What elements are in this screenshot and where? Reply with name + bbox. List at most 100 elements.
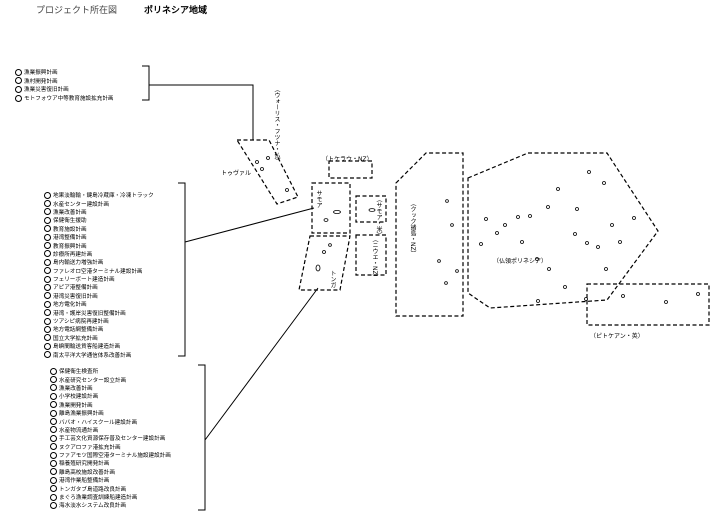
project-name: 島内輸送力増強計画 [53, 260, 104, 267]
project-item: 水産物流通計画 [50, 426, 171, 434]
boundary-french-polynesia [467, 152, 659, 309]
project-name: 保健衛生検査所 [59, 369, 99, 376]
island [315, 264, 321, 272]
project-name: 水産センター建設計画 [53, 201, 109, 208]
circle-bullet-icon [44, 317, 51, 325]
project-name: 港湾作業船整備計画 [59, 478, 110, 485]
project-name: フェリーボート建造計画 [53, 277, 115, 284]
project-list-tonga: 保健衛生検査所水産研究センター設立計画漁業改善計画小学校建設計画漁業開発計画離島… [50, 367, 171, 510]
island [621, 294, 625, 298]
project-name: 教育施設計画 [53, 226, 87, 233]
project-list-wallis: 漁業振興計画漁村開発計画漁業災害復旧計画モトフォウア中等教育施設拡充計画 [15, 68, 114, 102]
boundary-samoa [311, 182, 351, 234]
circle-bullet-icon [50, 426, 57, 434]
circle-bullet-icon [50, 376, 57, 384]
label-american-samoa: （サモア・米） [375, 196, 382, 238]
island [584, 297, 588, 301]
circle-bullet-icon [44, 334, 51, 342]
island [535, 257, 539, 261]
project-item: 漁村開発計画 [15, 77, 114, 86]
project-item: 島内輸送力増強計画 [44, 258, 154, 266]
island [520, 240, 524, 244]
island [604, 267, 608, 271]
circle-bullet-icon [44, 216, 51, 224]
island [495, 231, 499, 235]
project-item: 港湾作業船整備計画 [50, 476, 171, 484]
project-name: 漁村開発計画 [24, 78, 58, 85]
project-name: 港湾・護岸災害復旧整備計画 [53, 310, 126, 317]
project-item: 保健衛生検査所 [50, 367, 171, 375]
boundary-wallis-futuna [235, 139, 299, 205]
project-item: ツアシピ病院再建計画 [44, 317, 154, 325]
project-item: 地方電化計画 [44, 300, 154, 308]
island [328, 243, 332, 247]
circle-bullet-icon [50, 401, 57, 409]
label-samoa: サモア [315, 190, 322, 208]
circle-bullet-icon [50, 418, 57, 426]
circle-bullet-icon [50, 367, 57, 375]
project-name: 手工芸文化資源保存普及センター建設計画 [59, 436, 166, 443]
project-item: 南太平洋大学通信体系改善計画 [44, 350, 154, 359]
circle-bullet-icon [50, 451, 57, 459]
project-item: 港湾災害復旧計画 [44, 292, 154, 300]
circle-bullet-icon [44, 233, 51, 241]
circle-bullet-icon [50, 384, 57, 392]
circle-bullet-icon [15, 85, 22, 93]
circle-bullet-icon [44, 342, 51, 350]
island [664, 300, 668, 304]
project-name: ツアシピ病院再建計画 [53, 319, 109, 326]
circle-bullet-icon [50, 501, 57, 509]
leader-wallis [142, 65, 254, 140]
circle-bullet-icon [44, 208, 51, 216]
project-name: 診療所再建計画 [53, 251, 93, 258]
project-name: 地方電化計画 [53, 302, 87, 309]
circle-bullet-icon [50, 434, 57, 442]
project-name: 漁業改善計画 [53, 209, 87, 216]
project-item: ババオ・ハイスクール建設計画 [50, 417, 171, 426]
boundary-american-samoa [355, 195, 387, 223]
circle-bullet-icon [44, 292, 51, 300]
boundary-tokelau [328, 160, 373, 179]
circle-bullet-icon [44, 309, 51, 317]
circle-bullet-icon [15, 94, 22, 102]
circle-bullet-icon [50, 392, 57, 400]
project-name: モトフォウア中等教育施設拡充計画 [24, 96, 114, 103]
project-name: 保健衛生援助 [53, 218, 87, 225]
project-name: 港湾整備計画 [53, 235, 87, 242]
project-item: 診療所再建計画 [44, 250, 154, 258]
project-item: ヌクアロファ港拡充計画 [50, 443, 171, 451]
project-name: 南太平洋大学通信体系改善計画 [53, 352, 132, 359]
project-name: ヌクアロファ港拡充計画 [59, 444, 121, 451]
island [445, 199, 449, 203]
project-item: 地方電話網整備計画 [44, 325, 154, 333]
island [556, 187, 560, 191]
boundary-pitcairn [586, 283, 710, 326]
island [266, 156, 270, 160]
island [333, 209, 341, 214]
project-name: ファレオロ空港ターミナル建設計画 [53, 268, 143, 275]
island [260, 167, 264, 171]
project-item: 漁業災害復旧計画 [15, 85, 114, 94]
project-item: 漁業振興計画 [15, 68, 114, 77]
project-item: 教育施設計画 [44, 225, 154, 233]
island [575, 207, 579, 211]
circle-bullet-icon [44, 283, 51, 291]
project-item: まぐろ漁業調査訓練船建造計画 [50, 493, 171, 501]
circle-bullet-icon [44, 325, 51, 333]
island [285, 188, 289, 192]
island [573, 232, 577, 236]
project-item: フェリーボート建造計画 [44, 275, 154, 283]
label-cook: （クック諸島・NZ） [409, 200, 416, 257]
project-item: 小学校建設計画 [50, 392, 171, 400]
island [696, 292, 700, 296]
circle-bullet-icon [44, 200, 51, 208]
project-name: 離島高校施設改善計画 [59, 469, 115, 476]
project-item: 漁業改善計画 [44, 208, 154, 216]
project-item: 漁業開発計画 [50, 401, 171, 409]
project-name: 漁業改善計画 [59, 385, 93, 392]
project-item: 離島高校施設改善計画 [50, 468, 171, 476]
island [322, 250, 326, 254]
project-name: ババオ・ハイスクール建設計画 [59, 419, 138, 426]
project-item: 海水淡水システム改良計画 [50, 501, 171, 509]
